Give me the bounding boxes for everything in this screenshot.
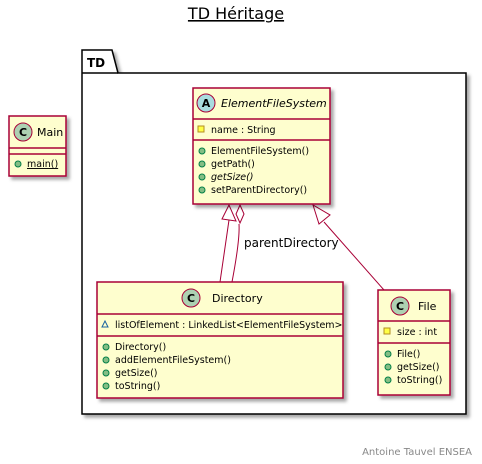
public-method-icon xyxy=(198,147,206,155)
method: setParentDirectory() xyxy=(211,185,307,196)
public-method-icon xyxy=(14,160,22,168)
protected-attribute-icon xyxy=(197,125,205,133)
class-badge-icon xyxy=(181,288,201,308)
method: ElementFileSystem() xyxy=(211,146,309,157)
public-method-icon xyxy=(198,173,206,181)
public-method-icon xyxy=(102,356,110,364)
package-name: TD xyxy=(87,56,105,70)
public-method-icon xyxy=(198,186,206,194)
method: toString() xyxy=(115,381,160,392)
class-badge-letter: C xyxy=(187,292,195,305)
public-method-icon xyxy=(384,363,392,371)
method: getSize() xyxy=(115,368,158,379)
file-inheritance-arrow xyxy=(312,203,331,225)
public-method-icon xyxy=(102,369,110,377)
file-inheritance-line xyxy=(323,221,385,291)
class-main[interactable]: C Main main() xyxy=(8,115,67,177)
method: toString() xyxy=(397,375,442,386)
public-method-icon xyxy=(102,382,110,390)
class-badge-icon xyxy=(390,296,410,316)
public-method-icon xyxy=(102,343,110,351)
class-name: ElementFileSystem xyxy=(221,97,327,110)
public-method-icon xyxy=(384,376,392,384)
method: addElementFileSystem() xyxy=(115,355,231,366)
class-badge-letter: A xyxy=(202,97,211,110)
abstract-method: getSize() xyxy=(211,172,254,183)
diagram-title: TD Héritage xyxy=(187,4,284,23)
class-file[interactable]: C File size : int File() getSize() toStr… xyxy=(377,289,451,396)
footer-credit: Antoine Tauvel ENSEA xyxy=(362,447,472,458)
aggregation-diamond xyxy=(235,203,245,225)
package-attribute-icon xyxy=(101,319,109,328)
class-name: File xyxy=(418,300,437,313)
relations xyxy=(219,203,385,291)
method: main() xyxy=(27,159,58,170)
public-method-icon xyxy=(198,160,206,168)
class-badge-letter: C xyxy=(396,300,404,313)
class-elementfilesystem[interactable]: A ElementFileSystem name : String Elemen… xyxy=(192,87,331,205)
directory-inheritance-line xyxy=(219,219,230,283)
attribute: name : String xyxy=(211,125,276,136)
abstract-badge-icon xyxy=(196,93,216,113)
class-directory[interactable]: C Directory listOfElement : LinkedList<E… xyxy=(96,281,344,399)
method: Directory() xyxy=(115,342,166,353)
class-badge-letter: C xyxy=(19,126,27,139)
aggregation-label: parentDirectory xyxy=(244,236,339,250)
aggregation-line xyxy=(231,223,240,283)
class-name: Directory xyxy=(212,292,263,305)
method: getSize() xyxy=(397,362,440,373)
class-name: Main xyxy=(37,126,63,139)
attribute: listOfElement : LinkedList<ElementFileSy… xyxy=(115,320,343,331)
protected-attribute-icon xyxy=(383,327,391,335)
class-badge-icon xyxy=(13,122,33,142)
method: File() xyxy=(397,349,420,360)
method: getPath() xyxy=(211,159,255,170)
directory-inheritance-arrow xyxy=(221,203,237,222)
attribute: size : int xyxy=(397,327,437,338)
public-method-icon xyxy=(384,350,392,358)
